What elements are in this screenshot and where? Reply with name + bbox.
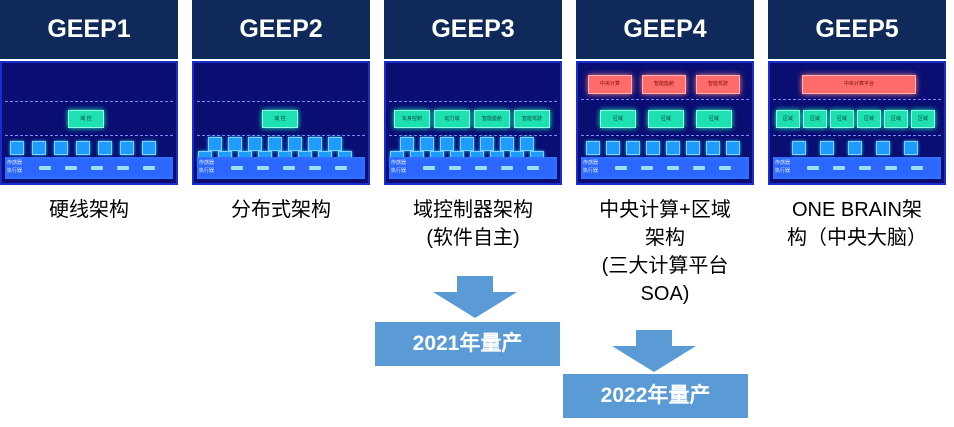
zone-controller: 区域: [776, 110, 800, 128]
zone-controller: 区域: [830, 110, 854, 128]
architecture-caption: ONE BRAIN架 构（中央大脑）: [787, 199, 927, 249]
node-cube: [32, 141, 46, 155]
node-cube: [626, 141, 640, 155]
central-compute-platform: 中央计算平台: [802, 75, 916, 94]
node-cube: [726, 141, 740, 155]
ecu-block: 域 控: [68, 110, 104, 128]
band-label-sensor: 传感器: [583, 160, 599, 166]
node-cube: [848, 141, 862, 155]
node-cube: [288, 137, 302, 151]
zone-controller: 区域: [696, 110, 732, 128]
column-title: GEEP3: [384, 0, 562, 59]
zone-controller: 区域: [911, 110, 935, 128]
sensor-actuator-band: 传感器 执行器: [389, 157, 557, 179]
zone-controller: 区域: [857, 110, 881, 128]
node-cube: [606, 141, 620, 155]
node-cube: [208, 137, 222, 151]
node-cube: [440, 137, 454, 151]
architecture-caption: 域控制器架构 (软件自主): [413, 199, 533, 249]
node-cube: [586, 141, 600, 155]
domain-controller: 智能驾驶: [514, 110, 550, 128]
node-cube: [520, 137, 534, 151]
node-cube: [420, 137, 434, 151]
ecu-block: 域 控: [262, 110, 298, 128]
node-cube: [308, 137, 322, 151]
node-cube: [706, 141, 720, 155]
domain-controller: 智能座舱: [474, 110, 510, 128]
down-arrow-icon: [612, 330, 696, 372]
node-cube: [76, 141, 90, 155]
node-cube: [500, 137, 514, 151]
column-geep3: GEEP3 车身控制 动力域 智能座舱 智能驾驶 传感器 执行器: [384, 0, 562, 249]
node-cube: [686, 141, 700, 155]
column-geep2: GEEP2 域 控 传感器 执行器 分布式架构: [192, 0, 370, 221]
architecture-panel: 域 控 传感器 执行器: [192, 61, 370, 185]
node-cube: [268, 137, 282, 151]
node-cube: [120, 141, 134, 155]
node-cube: [792, 141, 806, 155]
production-badge-2021: 2021年量产: [375, 322, 560, 366]
node-cube: [248, 137, 262, 151]
column-geep4: GEEP4 中央计算 智能座舱 智能驾驶 区域 区域 区域 传感器 执行器 中央…: [576, 0, 754, 305]
sensor-actuator-band: 传感器 执行器: [5, 157, 173, 179]
band-label-actuator: 执行器: [775, 168, 791, 174]
band-label-actuator: 执行器: [391, 168, 407, 174]
band-label-sensor: 传感器: [199, 160, 215, 166]
zone-controller: 区域: [600, 110, 636, 128]
column-title: GEEP1: [0, 0, 178, 59]
architecture-caption: 分布式架构: [231, 199, 331, 221]
domain-controller: 动力域: [434, 110, 470, 128]
architecture-caption: 硬线架构: [49, 199, 129, 221]
production-badge-2022: 2022年量产: [563, 374, 748, 418]
node-cube: [666, 141, 680, 155]
zone-controller: 区域: [648, 110, 684, 128]
node-cube: [820, 141, 834, 155]
sensor-actuator-band: 传感器 执行器: [197, 157, 365, 179]
column-title: GEEP5: [768, 0, 946, 59]
column-geep1: GEEP1 域 控 传感器 执行器 硬线架构: [0, 0, 178, 221]
band-label-actuator: 执行器: [199, 168, 215, 174]
band-label-sensor: 传感器: [7, 160, 23, 166]
compute-platform: 智能座舱: [642, 75, 686, 94]
zone-controller: 区域: [884, 110, 908, 128]
node-cube: [10, 141, 24, 155]
sensor-actuator-band: 传感器 执行器: [773, 157, 941, 179]
band-label-actuator: 执行器: [7, 168, 23, 174]
architecture-panel: 中央计算 智能座舱 智能驾驶 区域 区域 区域 传感器 执行器: [576, 61, 754, 185]
zone-controller: 区域: [803, 110, 827, 128]
node-cube: [876, 141, 890, 155]
node-cube: [328, 137, 342, 151]
node-cube: [480, 137, 494, 151]
architecture-panel: 中央计算平台 区域 区域 区域 区域 区域 区域 传感器 执行器: [768, 61, 946, 185]
band-label-actuator: 执行器: [583, 168, 599, 174]
compute-platform: 智能驾驶: [696, 75, 740, 94]
node-cube: [904, 141, 918, 155]
architecture-panel: 车身控制 动力域 智能座舱 智能驾驶 传感器 执行器: [384, 61, 562, 185]
architecture-panel: 域 控 传感器 执行器: [0, 61, 178, 185]
band-label-sensor: 传感器: [391, 160, 407, 166]
column-title: GEEP2: [192, 0, 370, 59]
node-cube: [646, 141, 660, 155]
node-cube: [98, 141, 112, 155]
node-cube: [54, 141, 68, 155]
node-cube: [400, 137, 414, 151]
node-cube: [142, 141, 156, 155]
node-cube: [460, 137, 474, 151]
band-label-sensor: 传感器: [775, 160, 791, 166]
column-title: GEEP4: [576, 0, 754, 59]
compute-platform: 中央计算: [588, 75, 632, 94]
domain-controller: 车身控制: [394, 110, 430, 128]
down-arrow-icon: [433, 276, 517, 318]
architecture-caption: 中央计算+区域 架构 (三大计算平台 SOA): [599, 199, 731, 305]
sensor-actuator-band: 传感器 执行器: [581, 157, 749, 179]
column-geep5: GEEP5 中央计算平台 区域 区域 区域 区域 区域 区域 传感器 执行器 O…: [768, 0, 946, 249]
node-cube: [228, 137, 242, 151]
